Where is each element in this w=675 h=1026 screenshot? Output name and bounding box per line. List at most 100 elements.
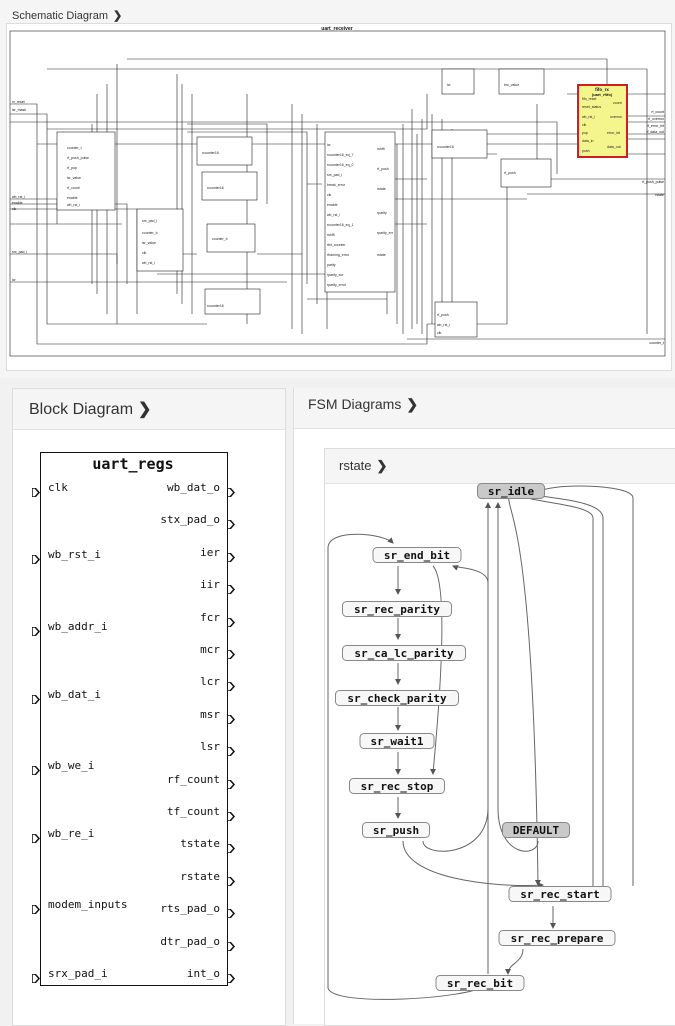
schematic-right-ports: rf_count rf_overrun rf_error_bit rf_data_ou… bbox=[642, 110, 664, 345]
fsm-state-label: sr_rec_bit bbox=[447, 977, 513, 990]
svg-text:rcounter16: rcounter16 bbox=[207, 304, 224, 308]
svg-text:enable: enable bbox=[67, 196, 78, 200]
schematic-module-name: uart_receiver bbox=[321, 26, 352, 32]
output-port-marker[interactable] bbox=[226, 549, 236, 563]
output-port-marker[interactable] bbox=[226, 484, 236, 498]
input-port-marker[interactable] bbox=[31, 830, 41, 844]
output-port-marker[interactable] bbox=[226, 678, 236, 693]
input-port-marker[interactable] bbox=[31, 970, 41, 984]
sub-block bbox=[441, 68, 475, 95]
output-port-marker[interactable] bbox=[226, 614, 236, 628]
svg-text:clk: clk bbox=[437, 331, 442, 335]
svg-text:rparity_xor: rparity_xor bbox=[327, 273, 344, 277]
output-port-marker[interactable] bbox=[226, 808, 236, 822]
block-diagram-header[interactable]: Block Diagram❯ bbox=[13, 389, 285, 430]
svg-text:lsr_value: lsr_value bbox=[142, 241, 156, 245]
fsm-state-sr_ca_lc_parity[interactable] bbox=[342, 645, 466, 661]
svg-text:rcounter16: rcounter16 bbox=[202, 151, 219, 155]
fsm-state-label: sr_check_parity bbox=[347, 692, 447, 705]
input-port-marker[interactable] bbox=[31, 484, 41, 498]
chevron-down-icon[interactable]: ❯ bbox=[112, 10, 123, 22]
svg-text:rframing_error: rframing_error bbox=[327, 253, 350, 257]
schematic-panel: Schematic Diagram❯ bbox=[0, 0, 675, 378]
sub-block bbox=[201, 171, 258, 201]
svg-text:rstate: rstate bbox=[377, 253, 386, 257]
output-port-marker[interactable] bbox=[226, 711, 236, 725]
input-port-marker[interactable] bbox=[31, 691, 41, 705]
svg-text:counter_b: counter_b bbox=[212, 237, 228, 241]
output-port-label: rts_pad_o bbox=[160, 902, 220, 916]
rstate-header[interactable]: rstate ❯ bbox=[325, 449, 675, 484]
fsm-state-sr_rec_prepare[interactable] bbox=[498, 930, 616, 946]
module-box[interactable] bbox=[40, 452, 228, 986]
chevron-down-icon[interactable]: ❯ bbox=[406, 396, 419, 412]
svg-text:rf_pop: rf_pop bbox=[67, 166, 77, 170]
output-port-label: iir bbox=[200, 578, 220, 592]
rstate-title: rstate bbox=[339, 458, 372, 473]
output-port-label: ier bbox=[200, 545, 220, 559]
fsm-state-sr_idle[interactable] bbox=[477, 483, 545, 499]
svg-text:rparity_err: rparity_err bbox=[377, 231, 394, 235]
fsm-state-DEFAULT[interactable] bbox=[502, 822, 570, 838]
schematic-output-port: rf_overrun bbox=[648, 117, 664, 121]
schematic-output-port: rf_data_out bbox=[646, 130, 664, 134]
schematic-input-port: clk bbox=[12, 207, 17, 211]
svg-text:clk: clk bbox=[327, 193, 332, 197]
output-port-label: mcr bbox=[200, 643, 220, 656]
schematic-output-port: rstate bbox=[655, 193, 664, 197]
input-port-label: wb_addr_i bbox=[48, 620, 108, 633]
schematic-svg: counter_trf_push_pulserf_poplsr_valuerf_… bbox=[9, 26, 666, 357]
fsm-state-sr_end_bit[interactable] bbox=[372, 547, 462, 563]
output-port-marker[interactable] bbox=[226, 840, 236, 855]
output-port-marker[interactable] bbox=[226, 970, 236, 984]
svg-text:error_bit: error_bit bbox=[607, 131, 620, 135]
input-port-marker[interactable] bbox=[31, 901, 41, 915]
output-port-label: int_o bbox=[186, 967, 220, 980]
svg-text:data_out: data_out bbox=[607, 145, 621, 149]
output-port-marker[interactable] bbox=[226, 516, 236, 531]
block-diagram-title: Block Diagram bbox=[29, 401, 134, 418]
fsm-state-label: sr_push bbox=[373, 824, 419, 837]
output-port-marker[interactable] bbox=[226, 646, 236, 660]
output-port-marker[interactable] bbox=[226, 776, 236, 790]
input-port-label: srx_pad_i bbox=[48, 967, 108, 980]
schematic-output-port: rf_count bbox=[651, 110, 664, 114]
schematic-output-port: rf_error_bit bbox=[647, 124, 664, 128]
output-port-marker[interactable] bbox=[226, 581, 236, 595]
fsm-state-sr_wait1[interactable] bbox=[359, 733, 435, 749]
output-port-label: msr bbox=[200, 707, 220, 721]
fsm-state-label: sr_idle bbox=[488, 485, 535, 498]
fifo-rx-block bbox=[577, 84, 628, 158]
svg-text:clk: clk bbox=[142, 251, 147, 255]
svg-text:rcounter16: rcounter16 bbox=[437, 145, 454, 149]
sub-block bbox=[498, 68, 545, 95]
chevron-down-icon[interactable]: ❯ bbox=[138, 401, 152, 418]
output-port-label: tf_count bbox=[167, 805, 220, 818]
sub-block bbox=[206, 223, 256, 253]
fsm-state-sr_rec_parity[interactable] bbox=[342, 601, 452, 617]
chevron-down-icon[interactable]: ❯ bbox=[376, 458, 388, 473]
fsm-state-sr_rec_start[interactable] bbox=[508, 886, 612, 902]
input-port-marker[interactable] bbox=[31, 623, 41, 637]
output-port-marker[interactable] bbox=[226, 905, 236, 919]
schematic-output-port: counter_t bbox=[649, 341, 664, 345]
svg-text:enable: enable bbox=[327, 203, 338, 207]
fsm-header[interactable]: FSM Diagrams❯ bbox=[294, 388, 675, 429]
output-port-marker[interactable] bbox=[226, 938, 236, 952]
fsm-state-label: sr_end_bit bbox=[384, 549, 450, 562]
svg-text:wb_rst_i: wb_rst_i bbox=[327, 213, 340, 217]
svg-text:rcounter16_eq_1: rcounter16_eq_1 bbox=[327, 223, 354, 227]
input-port-label: wb_rst_i bbox=[48, 548, 101, 561]
svg-text:wb_rst_i: wb_rst_i bbox=[437, 323, 450, 327]
fsm-state-sr_check_parity[interactable] bbox=[335, 690, 459, 706]
output-port-marker[interactable] bbox=[226, 873, 236, 887]
fsm-state-sr_rec_stop[interactable] bbox=[349, 778, 445, 794]
input-port-marker[interactable] bbox=[31, 551, 41, 565]
output-port-marker[interactable] bbox=[226, 743, 236, 757]
input-port-marker[interactable] bbox=[31, 762, 41, 776]
fsm-state-sr_push[interactable] bbox=[362, 822, 430, 838]
schematic-panel-header[interactable]: Schematic Diagram❯ bbox=[12, 9, 122, 22]
fsm-state-sr_rec_bit[interactable] bbox=[435, 975, 525, 991]
svg-text:fifo_reset: fifo_reset bbox=[582, 97, 596, 101]
